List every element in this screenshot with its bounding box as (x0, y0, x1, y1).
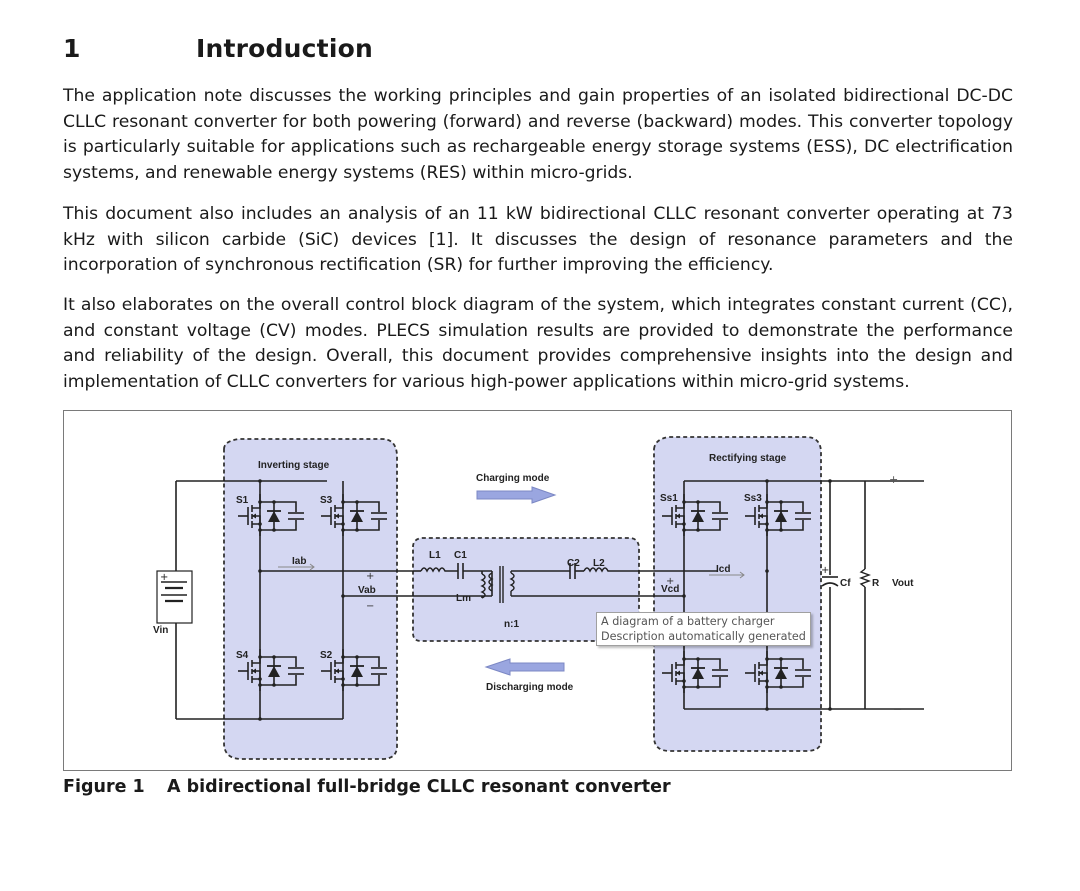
l1-label: L1 (429, 550, 441, 561)
vcd-label: Vcd (661, 584, 679, 595)
discharging-arrow (484, 658, 565, 676)
alt-text-tooltip: A diagram of a battery charger Descripti… (596, 612, 811, 646)
cllc-circuit-diagram: Inverting stage Rectifying stage + Vin (153, 436, 924, 760)
vcd-plus: + (666, 576, 674, 587)
inverting-stage-box (223, 438, 398, 760)
svg-text:+: + (160, 572, 168, 583)
l2-label: L2 (593, 558, 605, 569)
battery-vin: + (156, 480, 343, 720)
paragraph-control: It also elaborates on the overall contro… (63, 295, 1013, 392)
vab-minus: − (366, 601, 374, 612)
s3-label: S3 (320, 495, 333, 506)
section-number: 1 (63, 34, 81, 63)
tooltip-line-1: A diagram of a battery charger (601, 615, 775, 628)
inductor-l2 (583, 567, 717, 573)
ss1-label: Ss1 (660, 493, 678, 504)
inverting-stage-label: Inverting stage (258, 460, 330, 471)
rectifying-stage-label: Rectifying stage (709, 453, 787, 464)
cf-label: Cf (840, 578, 851, 589)
figure-label: Figure 1 (63, 777, 145, 797)
discharging-mode-label: Discharging mode (486, 682, 574, 693)
resistor-r (859, 568, 871, 588)
paragraph-analysis: This document also includes an analysis … (63, 204, 1013, 276)
charging-arrow (476, 486, 557, 504)
r-label: R (872, 578, 880, 589)
vab-plus: + (366, 571, 374, 582)
vout-plus: + (889, 473, 898, 486)
vout-minus: − (893, 703, 902, 716)
inductor-lm (480, 573, 486, 599)
section-title: Introduction (196, 34, 373, 63)
inductor-l1 (420, 567, 458, 573)
vout-label: Vout (892, 578, 914, 589)
c2-label: C2 (567, 558, 580, 569)
svg-text:+: + (821, 565, 829, 576)
transformer-primary (488, 572, 494, 592)
s1-label: S1 (236, 495, 249, 506)
iab-label: Iab (292, 556, 306, 567)
ss3-label: Ss3 (744, 493, 762, 504)
c1-label: C1 (454, 550, 467, 561)
figure-frame: Inverting stage Rectifying stage + Vin (63, 410, 1012, 771)
tooltip-line-2: Description automatically generated (601, 630, 806, 643)
ratio-label: n:1 (504, 619, 519, 630)
s2-label: S2 (320, 650, 333, 661)
paragraph-intro: The application note discusses the worki… (63, 86, 1013, 183)
vin-label: Vin (153, 625, 168, 636)
charging-mode-label: Charging mode (476, 473, 550, 484)
figure-caption-text: A bidirectional full-bridge CLLC resonan… (167, 777, 671, 797)
s4-label: S4 (236, 650, 249, 661)
vab-label: Vab (358, 585, 376, 596)
icd-label: Icd (716, 564, 730, 575)
transformer-secondary (509, 572, 515, 592)
lm-label: Lm (456, 593, 471, 604)
